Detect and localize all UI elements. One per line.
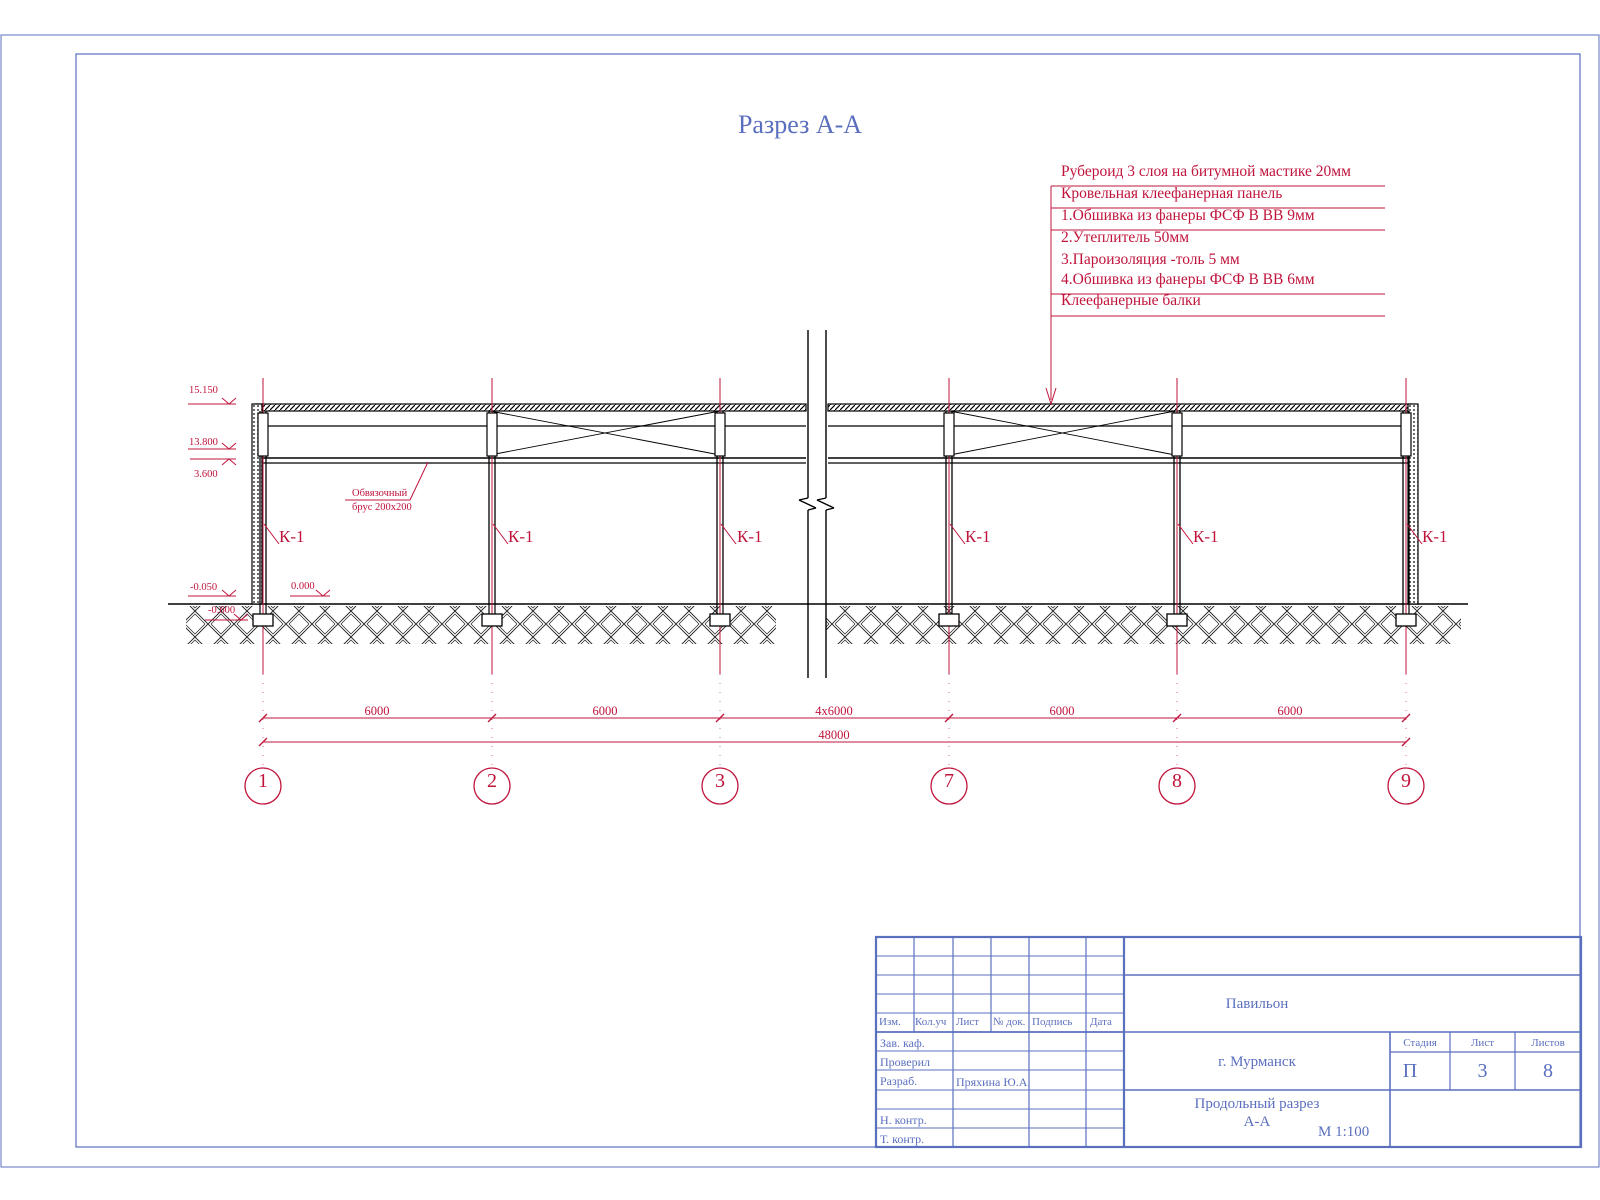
roof-layer-6: 4.Обшивка из фанеры ФСФ В ВВ 6мм xyxy=(1061,271,1315,288)
tb-row-checked: Проверил xyxy=(880,1055,930,1069)
axis-bubble-8 xyxy=(1158,767,1196,805)
total-length-dim: 48000 xyxy=(818,728,850,742)
dimension-lines xyxy=(258,713,1411,747)
column-leader-3 xyxy=(720,523,737,545)
columns xyxy=(252,378,1423,674)
title-block xyxy=(874,935,1583,1149)
tb-sheet-label: Лист xyxy=(1470,1037,1495,1049)
column-leader-1 xyxy=(263,523,280,545)
roof-layer-7: Клеефанерные балки xyxy=(1061,292,1201,309)
span-dim-4: 6000 xyxy=(1049,704,1075,718)
column-cap-2 xyxy=(486,412,498,457)
axis-label-7: 7 xyxy=(944,770,954,792)
outer-frame xyxy=(0,34,1600,1168)
inner-frame xyxy=(75,53,1581,1148)
tb-sheets-value: 8 xyxy=(1543,1060,1553,1082)
column-label-3: К-1 xyxy=(737,527,763,546)
elevation-beam: 13.800 xyxy=(189,437,218,448)
footing-8 xyxy=(1166,613,1188,627)
column-cap-7 xyxy=(943,412,955,457)
axis-label-9: 9 xyxy=(1401,770,1411,792)
axis-bubble-3 xyxy=(701,767,739,805)
strapping-label-1: Обвязочный xyxy=(352,488,408,499)
roof-layer-4: 2.Утеплитель 50мм xyxy=(1061,229,1190,246)
tb-row-developer: Разраб. xyxy=(880,1074,918,1088)
tb-header-doc: № док. xyxy=(993,1016,1026,1028)
drawing-title: Разрез А-А xyxy=(737,110,863,139)
elevation-floor: 0.000 xyxy=(291,581,315,592)
tb-sheet-title-1: Продольный разрез xyxy=(1194,1096,1320,1112)
span-dim-3: 4х6000 xyxy=(815,704,853,718)
axis-label-8: 8 xyxy=(1172,770,1182,792)
column-cap-3 xyxy=(714,412,726,457)
footing-7 xyxy=(938,613,960,627)
axis-label-1: 1 xyxy=(258,770,268,792)
right-wall xyxy=(1407,403,1419,605)
roof-right xyxy=(827,403,1413,464)
roof-layer-2: Кровельная клеефанерная панель xyxy=(1061,185,1283,202)
column-label-1: К-1 xyxy=(279,527,305,546)
column-label-2: К-1 xyxy=(508,527,534,546)
elevation-foundation: -0.600 xyxy=(208,605,236,616)
column-label-9: К-1 xyxy=(1422,527,1448,546)
break-line xyxy=(798,330,835,678)
axis-bubble-9 xyxy=(1387,767,1425,805)
footing-9 xyxy=(1395,613,1417,627)
axis-label-2: 2 xyxy=(487,770,497,792)
elevation-marks xyxy=(188,397,429,621)
ground-section xyxy=(168,603,1468,644)
column-cap-8 xyxy=(1171,412,1183,457)
axis-label-3: 3 xyxy=(715,770,725,792)
tb-header-date: Дата xyxy=(1090,1016,1112,1028)
column-cap-1 xyxy=(257,412,269,457)
tb-header-izm: Изм. xyxy=(879,1016,901,1028)
footing-2 xyxy=(481,613,503,627)
roof-layers-leader xyxy=(1045,185,1385,406)
axis-bubbles xyxy=(244,674,1425,805)
span-dim-1: 6000 xyxy=(364,704,390,718)
span-dim-2: 6000 xyxy=(592,704,618,718)
tb-project-name: Павильон xyxy=(1225,996,1289,1012)
tb-row-head: Зав. каф. xyxy=(880,1036,925,1050)
elevation-mid: 3.600 xyxy=(194,469,218,480)
elevation-ground: -0.050 xyxy=(190,582,218,593)
axis-bubble-1 xyxy=(244,767,282,805)
column-leader-2 xyxy=(492,523,509,545)
tb-header-sign: Подпись xyxy=(1032,1016,1073,1028)
roof-layer-3: 1.Обшивка из фанеры ФСФ В ВВ 9мм xyxy=(1061,207,1315,224)
tb-row-tech-control: Т. контр. xyxy=(880,1132,925,1146)
left-wall xyxy=(251,403,263,605)
span-dim-5: 6000 xyxy=(1277,704,1303,718)
column-label-8: К-1 xyxy=(1193,527,1219,546)
tb-scale: М 1:100 xyxy=(1318,1124,1370,1140)
tb-header-kol: Кол.уч xyxy=(915,1016,947,1028)
footing-3 xyxy=(709,613,731,627)
strapping-label-2: брус 200х200 xyxy=(352,502,412,513)
column-leader-9 xyxy=(1406,523,1423,545)
axis-bubble-7 xyxy=(930,767,968,805)
column-label-7: К-1 xyxy=(965,527,991,546)
tb-header-list: Лист xyxy=(956,1016,980,1028)
tb-developer-name: Пряхина Ю.А. xyxy=(956,1075,1031,1089)
tb-sheet-title-2: А-А xyxy=(1243,1114,1271,1130)
tb-sheets-label: Листов xyxy=(1531,1037,1565,1049)
tb-location: г. Мурманск xyxy=(1218,1054,1296,1070)
tb-stage-label: Стадия xyxy=(1403,1037,1437,1049)
tb-stage-value: П xyxy=(1402,1060,1418,1082)
column-cap-9 xyxy=(1400,412,1412,457)
column-leader-8 xyxy=(1177,523,1194,545)
roof-layer-1: Рубероид 3 слоя на битумной мастике 20мм xyxy=(1061,163,1351,180)
footing-1 xyxy=(252,613,274,627)
column-leader-7 xyxy=(949,523,966,545)
axis-bubble-2 xyxy=(473,767,511,805)
elevation-top: 15.150 xyxy=(189,385,218,396)
roof-layer-5: 3.Пароизоляция -толь 5 мм xyxy=(1061,251,1240,268)
tb-row-norm-control: Н. контр. xyxy=(880,1113,927,1127)
tb-sheet-value: 3 xyxy=(1477,1060,1488,1082)
